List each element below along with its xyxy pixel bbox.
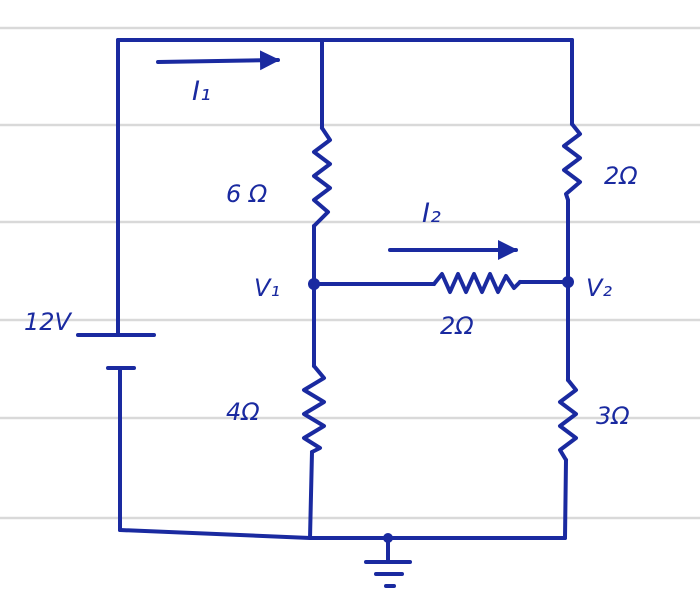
current-arrow-i1 bbox=[156, 50, 280, 71]
battery-symbol bbox=[76, 333, 156, 370]
label-node-v1: V₁ bbox=[254, 274, 280, 302]
node-v1-dot bbox=[308, 278, 320, 290]
label-resistor-6-ohm: 6 Ω bbox=[226, 180, 268, 208]
circuit-wires bbox=[116, 38, 574, 540]
resistor-4-ohm bbox=[302, 364, 326, 454]
resistor-2-ohm-right bbox=[562, 122, 582, 202]
node-v2-dot bbox=[562, 276, 574, 288]
label-current-2: I₂ bbox=[422, 198, 441, 229]
label-resistor-4-ohm: 4Ω bbox=[226, 398, 260, 426]
resistor-6-ohm bbox=[312, 126, 332, 228]
label-resistor-2-ohm-right: 2Ω bbox=[604, 162, 638, 190]
notebook-rule-lines bbox=[0, 26, 700, 520]
label-resistor-2-ohm-middle: 2Ω bbox=[440, 312, 474, 340]
label-battery-voltage: 12V bbox=[24, 308, 73, 336]
label-current-1: I₁ bbox=[192, 76, 211, 107]
resistor-2-ohm-middle bbox=[432, 272, 522, 294]
label-resistor-3-ohm: 3Ω bbox=[596, 402, 630, 430]
label-node-v2: V₂ bbox=[586, 274, 612, 302]
ground-symbol bbox=[364, 536, 412, 588]
resistor-3-ohm bbox=[558, 378, 578, 462]
